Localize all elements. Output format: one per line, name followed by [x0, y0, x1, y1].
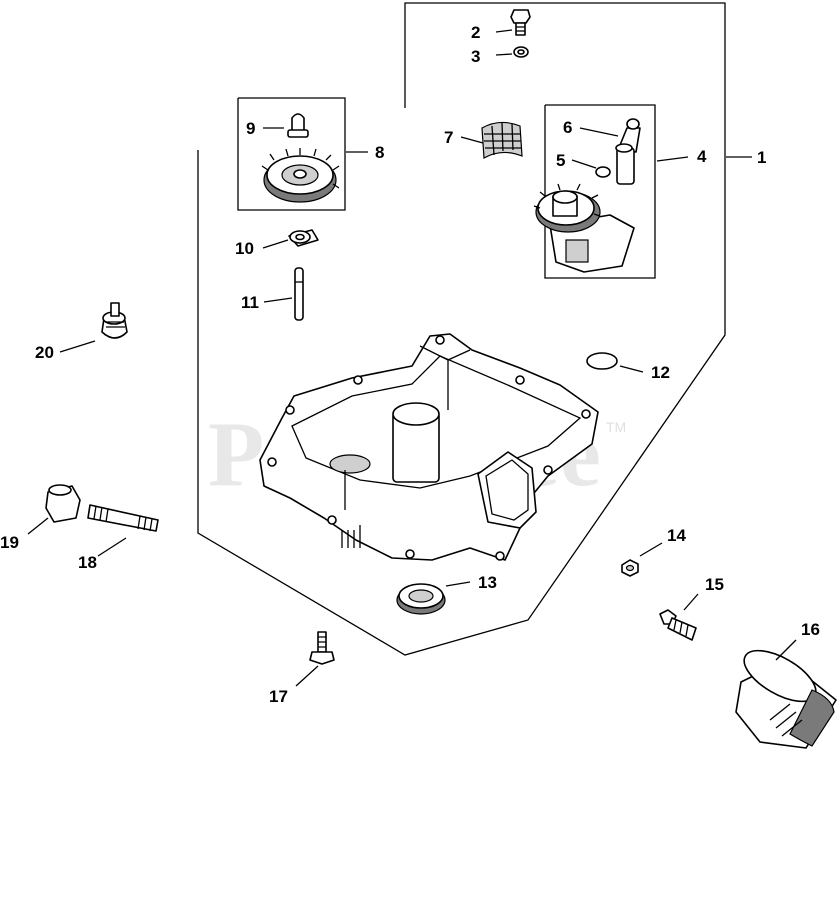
part-fitting-6[interactable] — [615, 118, 641, 185]
callout-20: 20 — [35, 343, 54, 362]
callout-13: 13 — [478, 573, 497, 592]
part-oil-pump-4[interactable] — [533, 183, 635, 273]
callout-16: 16 — [801, 620, 820, 639]
part-o-ring-12[interactable] — [586, 352, 618, 370]
callout-8: 8 — [375, 143, 384, 162]
callout-labels: 2 3 1 4 5 6 7 8 9 10 11 12 13 14 15 16 1… — [0, 23, 820, 706]
callout-10: 10 — [235, 239, 254, 258]
assembly-outline — [197, 2, 726, 656]
callout-17: 17 — [269, 687, 288, 706]
callout-4: 4 — [697, 147, 707, 166]
callout-15: 15 — [705, 575, 724, 594]
callout-9: 9 — [246, 119, 255, 138]
part-bolt-2[interactable] — [510, 9, 531, 36]
part-pipe-18[interactable] — [87, 504, 159, 532]
part-coupling-19[interactable] — [45, 484, 81, 523]
leader-lines — [27, 29, 797, 687]
part-stud-15[interactable] — [659, 609, 697, 641]
part-nut-14[interactable] — [621, 559, 639, 577]
group-box-8 — [237, 97, 346, 211]
part-oil-seal-13[interactable] — [396, 583, 446, 615]
part-closure-plate-1[interactable] — [259, 333, 599, 561]
part-bolt-17[interactable] — [309, 631, 335, 665]
part-sensor-20[interactable] — [101, 302, 128, 339]
callout-2: 2 — [471, 23, 480, 42]
part-oil-filter-16[interactable] — [735, 640, 837, 749]
part-dowel-11[interactable] — [294, 267, 304, 321]
callout-1: 1 — [757, 148, 766, 167]
callout-3: 3 — [471, 47, 480, 66]
part-pin-9[interactable] — [287, 113, 309, 138]
callout-18: 18 — [78, 553, 97, 572]
callout-6: 6 — [563, 118, 572, 137]
callout-5: 5 — [556, 151, 565, 170]
callout-7: 7 — [444, 128, 453, 147]
callout-14: 14 — [667, 526, 686, 545]
callout-12: 12 — [651, 363, 670, 382]
part-washer-10[interactable] — [288, 229, 319, 247]
part-washer-3[interactable] — [513, 46, 529, 58]
part-governor-gear-8[interactable] — [261, 148, 340, 203]
watermark-trademark: TM — [606, 419, 626, 435]
callout-11: 11 — [241, 293, 259, 312]
callout-19: 19 — [0, 533, 19, 552]
part-o-ring-5[interactable] — [595, 166, 611, 178]
part-oil-screen-7[interactable] — [481, 121, 523, 159]
